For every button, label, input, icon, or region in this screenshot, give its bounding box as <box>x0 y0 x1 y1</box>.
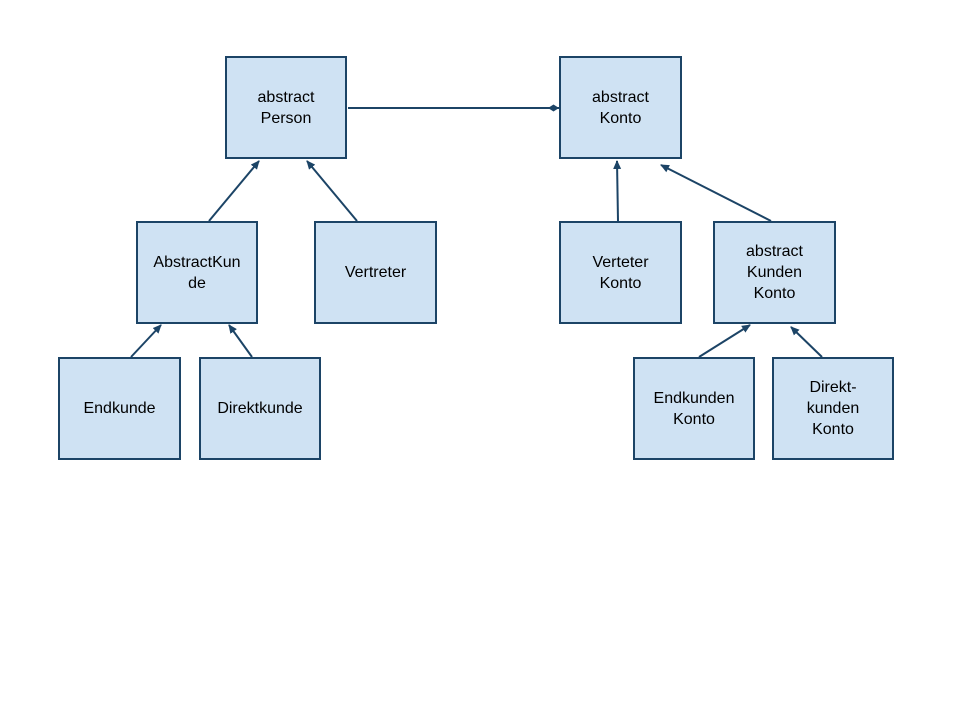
class-label-verteter-konto: Verteter Konto <box>592 253 649 292</box>
class-label-abstract-kunden-konto: abstract Kunden Konto <box>746 243 803 302</box>
inheritance-arrow-direktkundenkonto-kundenkonto <box>790 326 823 358</box>
class-box-endkunden-konto: Endkunden Konto <box>633 357 755 460</box>
inheritance-arrow-verteterkonto-konto <box>613 160 622 222</box>
class-box-abstract-kunden-konto: abstract Kunden Konto <box>713 221 836 324</box>
inheritance-arrow-direktkunde-abstractkunde <box>228 324 253 358</box>
class-label-endkunde: Endkunde <box>83 400 156 417</box>
inheritance-arrow-endkundenkonto-kundenkonto <box>698 324 751 358</box>
class-box-abstract-kunde: AbstractKun de <box>136 221 258 324</box>
inheritance-arrow-abstractkunde-person <box>208 160 260 222</box>
class-box-endkunde: Endkunde <box>58 357 181 460</box>
class-label-direktkunde: Direktkunde <box>217 400 303 417</box>
class-label-vertreter: Vertreter <box>344 264 407 281</box>
class-box-verteter-konto: Verteter Konto <box>559 221 682 324</box>
inheritance-arrow-endkunde-abstractkunde <box>130 324 162 358</box>
class-label-endkunden-konto: Endkunden Konto <box>653 389 735 428</box>
class-box-direkt-kunden-konto: Direkt- kunden Konto <box>772 357 894 460</box>
class-box-abstract-konto: abstract Konto <box>559 56 682 159</box>
inheritance-arrow-vertreter-person <box>306 160 358 222</box>
class-label-abstract-person: abstract Person <box>257 88 315 127</box>
class-label-abstract-kunde: AbstractKun de <box>153 253 241 292</box>
class-label-abstract-konto: abstract Konto <box>592 88 649 127</box>
class-box-vertreter: Vertreter <box>314 221 437 324</box>
class-box-abstract-person: abstract Person <box>225 56 347 159</box>
inheritance-arrow-kundenkonto-konto <box>660 164 772 222</box>
class-box-direktkunde: Direktkunde <box>199 357 321 460</box>
class-label-direkt-kunden-konto: Direkt- kunden Konto <box>806 379 860 438</box>
